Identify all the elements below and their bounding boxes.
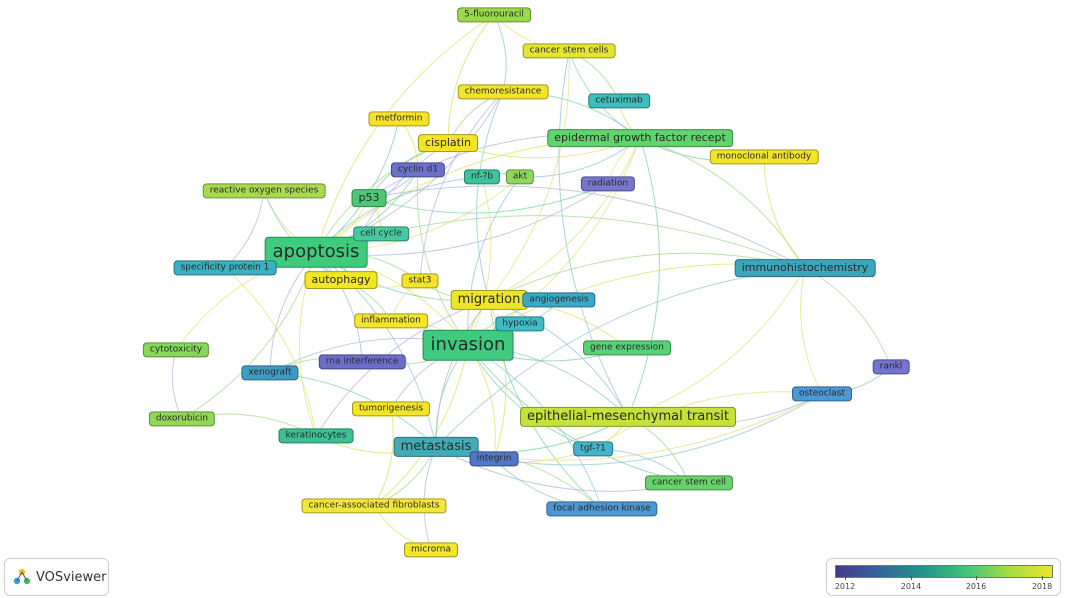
edge-emt-csc (558, 50, 629, 418)
node-radiation[interactable]: radiation (580, 176, 636, 192)
node-cisplatin[interactable]: cisplatin (418, 134, 478, 152)
edge-kerat-sp1 (224, 267, 317, 437)
edge-invasion-fak (467, 344, 603, 510)
node-cancer-associated-fibroblasts[interactable]: cancer-associated fibroblasts (301, 498, 447, 514)
edge-migration-integrin (488, 299, 507, 460)
edge-osteo-tgf (592, 391, 823, 450)
node-hypoxia[interactable]: hypoxia (495, 316, 545, 332)
edge-apoptosis-doxo (181, 251, 317, 420)
legend-tick-label: 2016 (965, 582, 987, 591)
node-doxorubicin[interactable]: doxorubicin (148, 411, 216, 427)
edge-fu-chemo (493, 14, 507, 93)
node-apoptosis[interactable]: apoptosis (264, 236, 368, 268)
edge-egfr-ihc (639, 137, 806, 269)
edge-invasion-tgf (467, 344, 594, 450)
edge-invasion-akt (467, 176, 521, 346)
edge-apoptosis-ihc (315, 215, 806, 269)
node-angiogenesis[interactable]: angiogenesis (522, 292, 596, 308)
edge-emt-ihc (627, 267, 806, 418)
node-cetuximab[interactable]: cetuximab (588, 93, 650, 109)
node-rna-interference[interactable]: rna interference (318, 354, 406, 370)
edge-invasion-caf (373, 344, 469, 507)
node-nf-kb[interactable]: nf-?b (463, 169, 501, 185)
edge-p53-radiation (368, 183, 609, 214)
edge-emt-cscell (627, 416, 690, 484)
node-invasion[interactable]: invasion (422, 329, 514, 361)
legend-tick-mark (976, 576, 977, 580)
node-stat3[interactable]: stat3 (401, 273, 439, 289)
node-focal-adhesion-kinase[interactable]: focal adhesion kinase (546, 501, 658, 517)
edge-invasion-cscell (467, 344, 690, 484)
node-cancer-stem-cells[interactable]: cancer stem cells (522, 43, 616, 59)
legend-tick-mark (1042, 576, 1043, 580)
edge-metastasis-microrna (423, 446, 437, 551)
node-metformin[interactable]: metformin (368, 111, 430, 127)
edge-migration-csc (488, 50, 570, 301)
edge-ihc-p53 (368, 185, 806, 269)
node-monoclonal-antibody[interactable]: monoclonal antibody (709, 149, 819, 165)
node-cancer-stem-cell[interactable]: cancer stem cell (644, 475, 734, 491)
node-inflammation[interactable]: inflammation (354, 313, 428, 329)
edge-invasion-cyclin (416, 169, 469, 346)
vosviewer-logo-text: VOSviewer (36, 569, 107, 585)
legend-color-bar (835, 565, 1053, 578)
node-cell-cycle[interactable]: cell cycle (353, 226, 409, 242)
edge-migration-egfr (488, 137, 641, 301)
node-microrna[interactable]: microrna (404, 542, 458, 558)
edge-migration-chemo (476, 91, 504, 301)
node-migration[interactable]: migration (450, 289, 528, 311)
edge-emt-egfr (627, 137, 660, 418)
legend-tick-label: 2014 (900, 582, 922, 591)
edge-ihc-rankl (804, 267, 892, 368)
edge-migration-metastasis (435, 299, 490, 448)
node-p53[interactable]: p53 (351, 189, 387, 207)
edge-sp1-ros (224, 190, 265, 269)
edge-invasion-nfkb (467, 176, 492, 346)
edge-migration-kerat (315, 299, 490, 437)
node-chemoresistance[interactable]: chemoresistance (457, 84, 549, 100)
legend-tick-mark (911, 576, 912, 580)
node-gene-expression[interactable]: gene expression (583, 340, 671, 356)
node-xenograft[interactable]: xenograft (241, 365, 299, 381)
node-specificity-protein-1[interactable]: specificity protein 1 (173, 260, 277, 276)
edge-metastasis-osteo (435, 393, 823, 461)
node-rankl[interactable]: rankl (872, 359, 910, 375)
vosviewer-logo-icon (13, 568, 31, 586)
node-akt[interactable]: akt (505, 169, 535, 185)
node-epidermal-growth-factor-receptor[interactable]: epidermal growth factor recept (547, 129, 733, 147)
vosviewer-logo: VOSviewer (4, 558, 109, 596)
node-cytotoxicity[interactable]: cytotoxicity (142, 342, 210, 358)
node-epithelial-mesenchymal-transition[interactable]: epithelial-mesenchymal transit (520, 406, 736, 428)
legend-tick-mark (845, 576, 846, 580)
legend-tick-label: 2012 (834, 582, 856, 591)
edge-ihc-osteo (800, 267, 823, 395)
node-metastasis[interactable]: metastasis (393, 436, 479, 458)
node-keratinocytes[interactable]: keratinocytes (278, 428, 354, 444)
node-immunohistochemistry[interactable]: immunohistochemistry (734, 259, 876, 277)
node-integrin[interactable]: integrin (469, 451, 519, 467)
node-5-fluorouracil[interactable]: 5-fluorouracil (457, 7, 531, 23)
node-tgf-b1[interactable]: tgf-?1 (573, 441, 613, 457)
edge-cisplatin-fu (447, 14, 495, 144)
node-tumorigenesis[interactable]: tumorigenesis (351, 401, 431, 417)
edge-chemo-stat3 (419, 91, 504, 282)
edge-tumori-caf (373, 408, 394, 507)
node-cyclin-d1[interactable]: cyclin d1 (390, 162, 446, 178)
node-reactive-oxygen-species[interactable]: reactive oxygen species (202, 183, 326, 199)
legend-tick-label: 2018 (1031, 582, 1053, 591)
edge-ihc-mab (763, 156, 806, 269)
node-osteoclast[interactable]: osteoclast (792, 386, 852, 402)
edge-osteo-integrin (493, 393, 823, 466)
year-color-legend: 2012 2014 2016 2018 (826, 558, 1061, 596)
edge-cytotox-doxo (171, 349, 183, 420)
node-autophagy[interactable]: autophagy (304, 271, 378, 289)
